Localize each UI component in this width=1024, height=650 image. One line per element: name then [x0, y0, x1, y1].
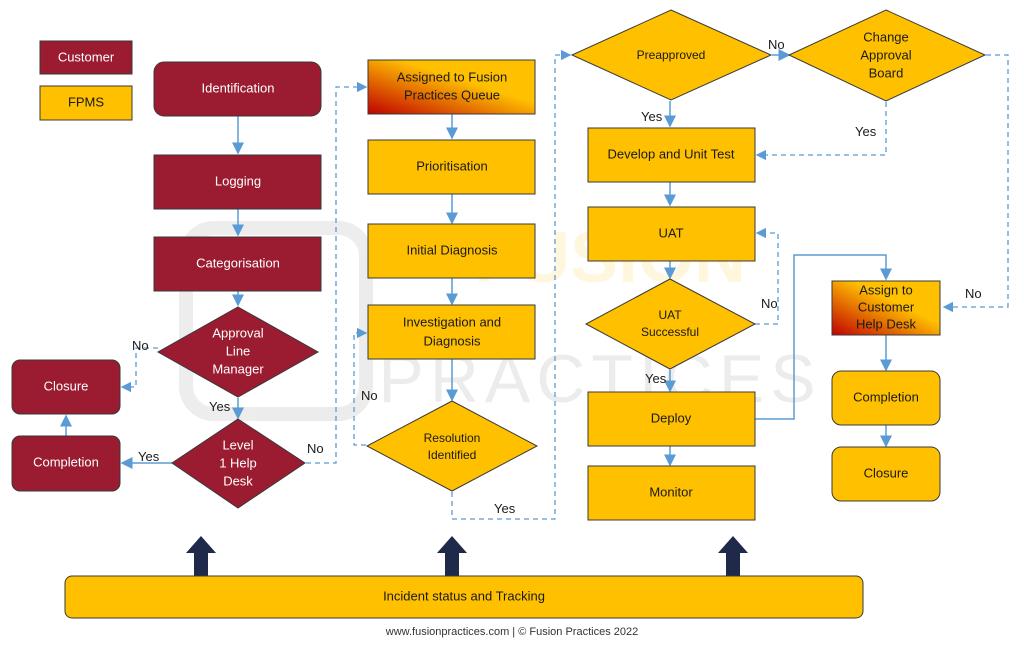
node-completion-right: Completion	[831, 370, 941, 426]
develop-label: Develop and Unit Test	[608, 146, 735, 161]
node-closure-left: Closure	[11, 359, 121, 415]
up-arrow-left-icon	[186, 536, 216, 578]
uat-successful-line-1: UAT	[658, 308, 682, 322]
closure-left-label: Closure	[44, 378, 89, 393]
node-logging: Logging	[153, 154, 322, 210]
legend: Customer FPMS	[39, 40, 133, 121]
approval-line-3: Manager	[212, 361, 264, 376]
edge-label-no-uat: No	[761, 296, 778, 311]
up-arrow-right-icon	[718, 536, 748, 578]
initial-diagnosis-label: Initial Diagnosis	[406, 242, 498, 257]
node-assign-customer-help-desk: Assign to Customer Help Desk	[831, 280, 941, 336]
completion-right-label: Completion	[853, 389, 919, 404]
identification-label: Identification	[202, 80, 275, 95]
logging-label: Logging	[215, 173, 261, 188]
edge-label-no-level1: No	[307, 441, 324, 456]
arrow-resolution-yes-preapproved	[451, 49, 572, 520]
edge-label-yes-resolution: Yes	[494, 501, 516, 516]
legend-customer-swatch	[39, 40, 133, 75]
assign-help-line-3: Help Desk	[856, 316, 916, 331]
node-uat: UAT	[587, 206, 756, 262]
preapproved-label: Preapproved	[637, 48, 706, 62]
legend-customer-label: Customer	[58, 49, 115, 64]
node-monitor: Monitor	[587, 465, 756, 521]
change-board-line-1: Change	[863, 29, 909, 44]
node-closure-right: Closure	[831, 446, 941, 502]
level1-line-3: Desk	[223, 473, 253, 488]
node-prioritisation: Prioritisation	[367, 139, 536, 195]
node-preapproved: Preapproved	[570, 9, 773, 101]
investigation-line-2: Diagnosis	[423, 333, 481, 348]
node-level1-help-desk: Level 1 Help Desk	[171, 418, 306, 509]
node-approval-line-manager: Approval Line Manager	[156, 306, 320, 398]
footer-copyright: www.fusionpractices.com | © Fusion Pract…	[385, 626, 639, 638]
monitor-label: Monitor	[649, 484, 693, 499]
assigned-line-2: Practices Queue	[404, 87, 500, 102]
prioritisation-label: Prioritisation	[416, 158, 488, 173]
level1-line-1: Level	[222, 437, 253, 452]
resolution-line-2: Identified	[428, 448, 477, 462]
edge-label-no-resolution: No	[361, 388, 378, 403]
arrow-level1-no-assigned	[306, 81, 368, 464]
arrow-changeboard-yes-develop	[755, 102, 887, 161]
arrow-deploy-assign	[755, 254, 892, 420]
edge-label-no-approval: No	[132, 338, 149, 353]
node-investigation-diagnosis: Investigation and Diagnosis	[367, 304, 536, 360]
arrow-changeboard-no-assign	[942, 54, 1009, 313]
incident-tracking-bar: Incident status and Tracking	[64, 575, 864, 619]
assign-help-line-1: Assign to	[859, 282, 912, 297]
uat-label: UAT	[658, 225, 683, 240]
completion-left-label: Completion	[33, 454, 99, 469]
solid-connectors	[60, 49, 892, 469]
edge-label-yes-preapproved: Yes	[641, 109, 663, 124]
categorisation-label: Categorisation	[196, 255, 280, 270]
arrow-uatsuccess-no-uat	[755, 227, 779, 325]
assign-help-line-2: Customer	[858, 299, 915, 314]
investigation-line-1: Investigation and	[403, 314, 501, 329]
arrow-resolution-no-investigation	[353, 327, 368, 446]
node-resolution-identified: Resolution Identified	[365, 400, 539, 492]
node-categorisation: Categorisation	[153, 236, 322, 292]
edge-label-yes-changeboard: Yes	[855, 124, 877, 139]
node-change-approval-board: Change Approval Board	[787, 9, 987, 102]
edge-labels: No Yes Yes No No Yes Yes No Yes No No Ye…	[132, 37, 982, 516]
resolution-line-1: Resolution	[424, 431, 481, 445]
node-initial-diagnosis: Initial Diagnosis	[367, 223, 536, 279]
approval-line-1: Approval	[212, 325, 263, 340]
legend-fpms-label: FPMS	[68, 94, 104, 109]
watermark-logo-shape	[179, 221, 373, 421]
edge-label-yes-level1: Yes	[138, 449, 160, 464]
level1-line-2: 1 Help	[219, 455, 257, 470]
deploy-label: Deploy	[651, 410, 692, 425]
edge-label-yes-approval: Yes	[209, 399, 231, 414]
tracking-bar-label: Incident status and Tracking	[383, 588, 545, 603]
dashed-connectors	[120, 49, 1009, 520]
edge-label-no-preapproved: No	[768, 37, 785, 52]
change-board-line-2: Approval	[860, 47, 911, 62]
node-develop-unit-test: Develop and Unit Test	[587, 127, 756, 183]
node-completion-left: Completion	[11, 435, 121, 492]
node-assigned-fp-queue: Assigned to Fusion Practices Queue	[367, 59, 536, 115]
node-deploy: Deploy	[587, 391, 756, 447]
assigned-line-1: Assigned to Fusion	[397, 69, 508, 84]
tracking-arrows	[186, 536, 748, 578]
node-uat-successful: UAT Successful	[584, 278, 757, 370]
arrow-approval-no-closure	[120, 347, 158, 393]
up-arrow-middle-icon	[437, 536, 467, 578]
approval-line-2: Line	[226, 343, 251, 358]
edge-label-no-changeboard: No	[965, 286, 982, 301]
uat-successful-line-2: Successful	[641, 325, 699, 339]
closure-right-label: Closure	[864, 465, 909, 480]
legend-fpms-swatch	[39, 85, 133, 121]
node-identification: Identification	[153, 61, 322, 117]
edge-label-yes-uat: Yes	[645, 371, 667, 386]
change-board-line-3: Board	[869, 65, 904, 80]
